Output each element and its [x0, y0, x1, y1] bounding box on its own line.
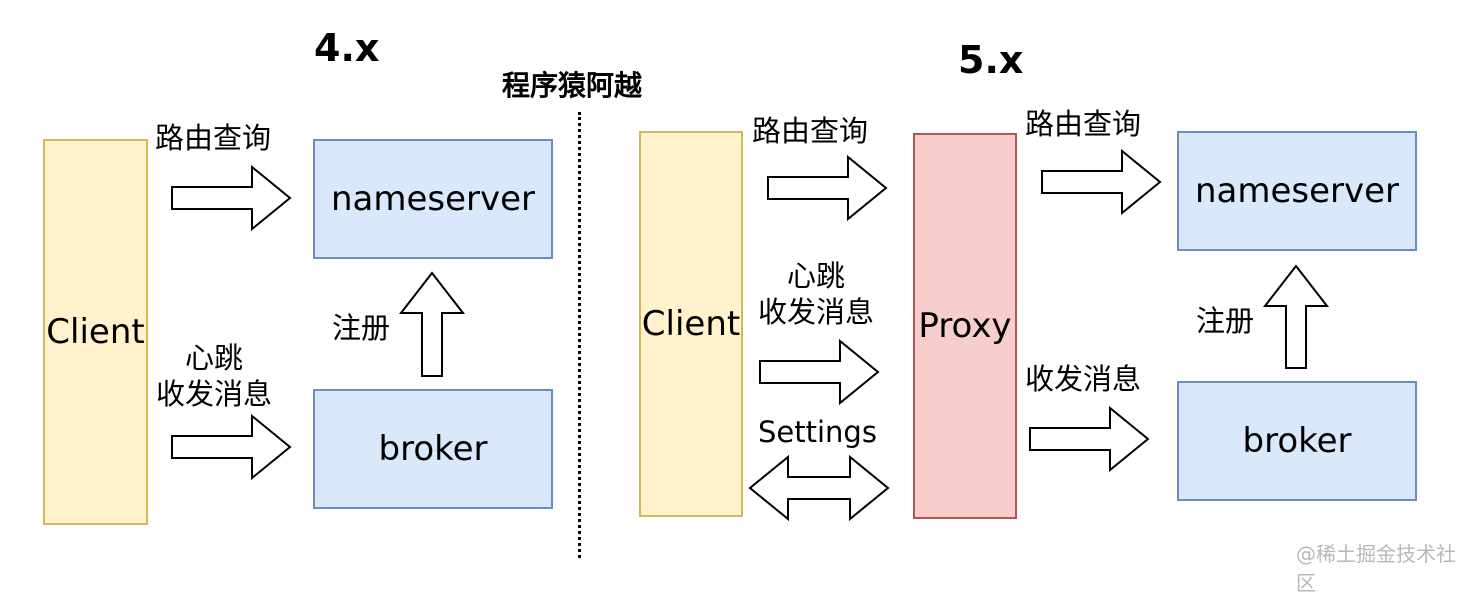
send-receive-line: 收发消息 [757, 295, 874, 329]
client-route-query-label-5x: 路由查询 [752, 114, 869, 148]
settings-label: Settings [758, 415, 877, 449]
broker-label: broker [1242, 421, 1352, 461]
proxy-route-query-arrow [1041, 148, 1162, 216]
register-label-4x: 注册 [332, 311, 391, 345]
heartbeat-line: 心跳 [184, 341, 243, 375]
version-4x-title: 4.x [314, 26, 380, 70]
proxy-send-receive-label: 收发消息 [1025, 362, 1142, 396]
client-box-5x: Client [639, 131, 743, 517]
send-receive-line: 收发消息 [155, 377, 272, 411]
heartbeat-line: 心跳 [786, 259, 845, 293]
register-arrow-4x [398, 271, 466, 377]
broker-box-5x: broker [1177, 381, 1417, 501]
settings-arrow [748, 454, 890, 522]
nameserver-label: nameserver [1194, 171, 1400, 211]
version-5x-title: 5.x [958, 38, 1024, 82]
register-arrow-5x [1262, 264, 1330, 369]
nameserver-label: nameserver [330, 179, 536, 219]
route-query-arrow-4x [171, 164, 292, 232]
heartbeat-arrow-4x [171, 413, 292, 481]
proxy-label: Proxy [918, 306, 1012, 346]
nameserver-box-4x: nameserver [313, 139, 553, 259]
broker-box-4x: broker [313, 389, 553, 509]
client-route-query-arrow-5x [767, 154, 888, 222]
author-watermark: 程序猿阿越 [502, 69, 643, 102]
heartbeat-label-4x: 心跳 收发消息 [150, 340, 278, 412]
proxy-route-query-label: 路由查询 [1025, 107, 1142, 141]
arrows-layer [171, 148, 1330, 522]
nameserver-box-5x: nameserver [1177, 131, 1417, 251]
register-label-5x: 注册 [1196, 304, 1255, 338]
site-watermark: @稀土掘金技术社区 [1296, 542, 1456, 595]
proxy-send-receive-arrow [1029, 405, 1150, 473]
client-heartbeat-label-5x: 心跳 收发消息 [752, 258, 880, 330]
proxy-box: Proxy [913, 133, 1017, 519]
client-label: Client [641, 304, 741, 344]
route-query-label-4x: 路由查询 [155, 121, 272, 155]
client-label: Client [46, 312, 145, 352]
client-heartbeat-arrow-5x [759, 338, 880, 406]
client-box-4x: Client [43, 139, 148, 525]
version-divider [578, 112, 581, 558]
broker-label: broker [378, 429, 488, 469]
